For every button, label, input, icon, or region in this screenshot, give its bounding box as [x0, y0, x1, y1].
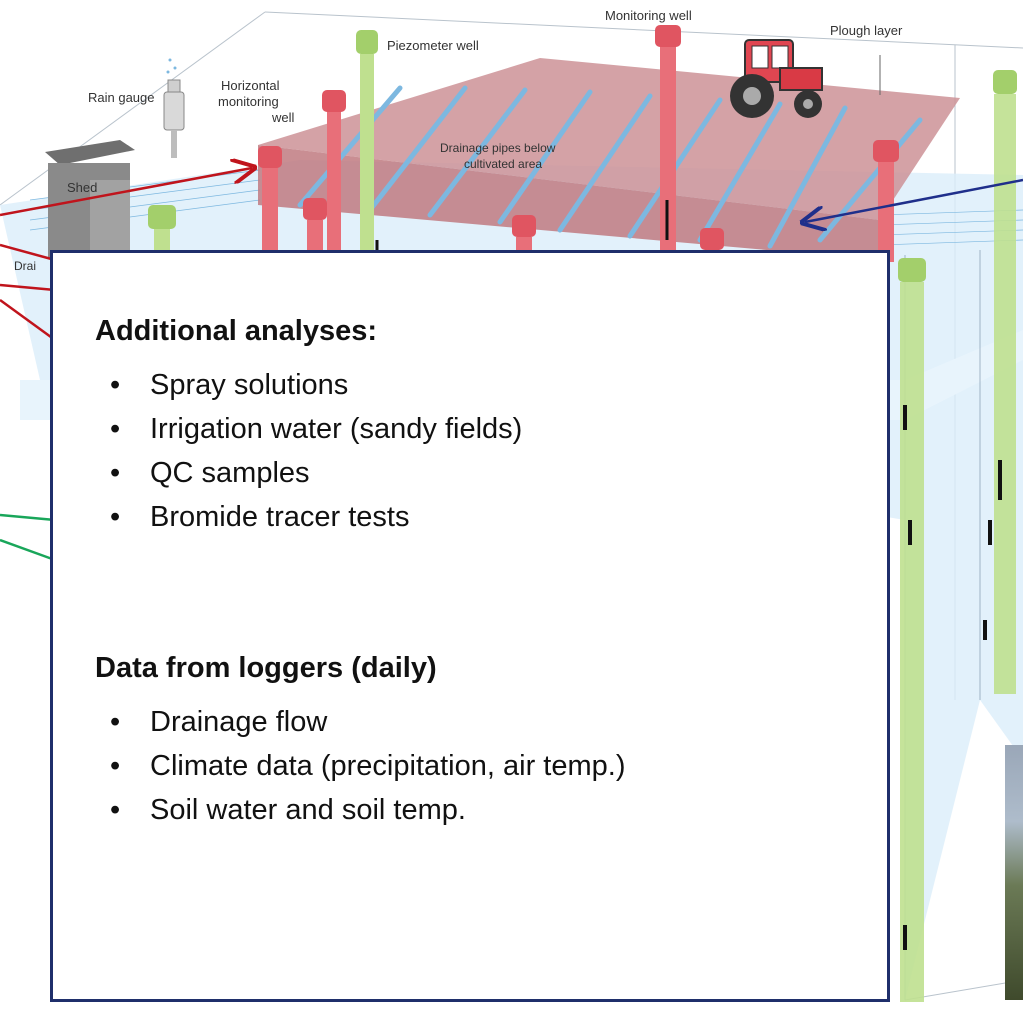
label-rain-gauge: Rain gauge — [88, 90, 155, 105]
piezometer-well-right — [898, 258, 926, 1002]
label-drainage-pipes-2: cultivated area — [464, 157, 542, 171]
label-piezometer-well: Piezometer well — [387, 38, 479, 53]
list-item: •Climate data (precipitation, air temp.) — [110, 750, 626, 782]
list-item: •Irrigation water (sandy fields) — [110, 413, 523, 445]
red-connector-lines — [0, 168, 252, 342]
piezometer-well-far-right — [983, 70, 1017, 694]
label-horizontal-monitoring-well-2: monitoring — [218, 94, 279, 109]
list-item: •Drainage flow — [110, 706, 328, 738]
shed-icon — [45, 140, 135, 260]
label-horizontal-monitoring-well-1: Horizontal — [221, 78, 280, 93]
plough-layer — [258, 55, 960, 260]
additional-analyses-list: •Spray solutions •Irrigation water (sand… — [110, 363, 522, 539]
label-monitoring-well: Monitoring well — [605, 8, 692, 23]
label-drain-fragment: Drai — [14, 259, 36, 273]
label-shed: Shed — [67, 180, 97, 195]
red-arrow — [0, 168, 252, 217]
list-item: •QC samples — [110, 457, 310, 489]
horizontal-monitoring-well — [322, 90, 346, 257]
green-connector-lines — [0, 513, 56, 562]
label-horizontal-monitoring-well-3: well — [271, 110, 295, 125]
monitoring-well-center — [655, 25, 681, 262]
field-photo-thumbnail — [1005, 745, 1023, 1000]
label-drainage-pipes-1: Drainage pipes below — [440, 141, 556, 155]
monitoring-well-right-mid — [700, 228, 724, 250]
monitoring-well-right — [873, 140, 899, 262]
list-item: •Spray solutions — [110, 369, 349, 401]
monitoring-wells — [258, 25, 899, 263]
monitoring-well-left — [258, 146, 282, 263]
info-box — [50, 250, 890, 1002]
list-item: •Bromide tracer tests — [110, 501, 410, 533]
rain-gauge-icon — [163, 58, 185, 158]
piezometer-well-top — [356, 30, 379, 260]
logger-data-list: •Drainage flow •Climate data (precipitat… — [110, 700, 810, 832]
list-item: •Soil water and soil temp. — [110, 794, 466, 826]
tractor-icon — [730, 39, 823, 118]
blue-arrow — [805, 178, 1023, 222]
label-plough-layer: Plough layer — [830, 23, 903, 38]
piezometer-wells — [148, 30, 1017, 1002]
logger-data-heading: Data from loggers (daily) — [95, 652, 437, 684]
additional-analyses-heading: Additional analyses: — [95, 315, 378, 347]
